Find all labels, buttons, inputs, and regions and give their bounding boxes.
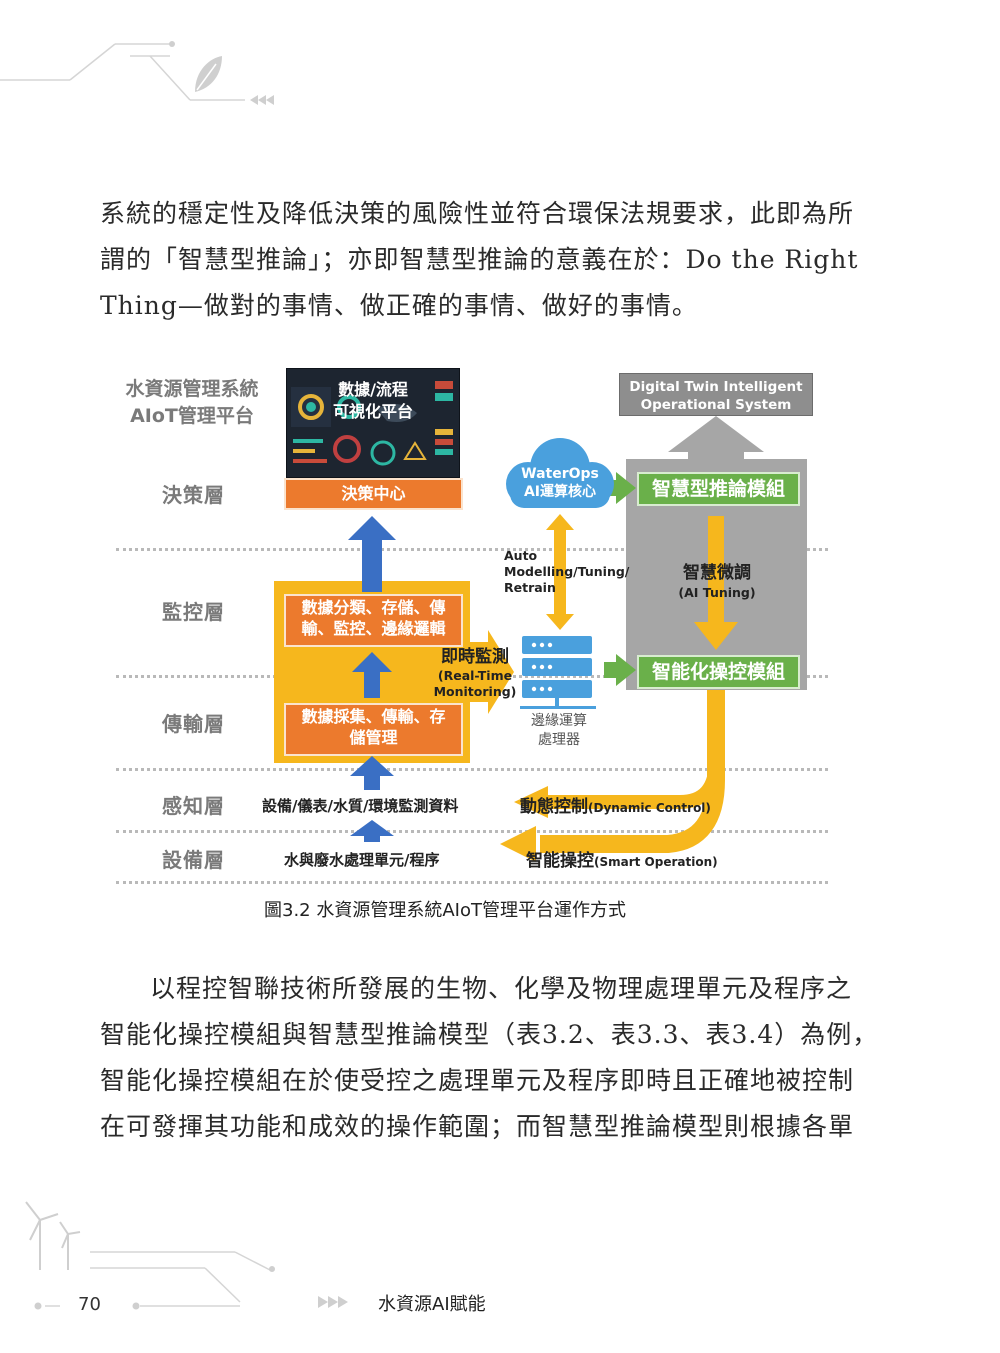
smart-control-module-box: 智能化操控模組: [637, 655, 800, 689]
layer-label-equipment: 設備層: [162, 848, 225, 872]
paragraph-bottom: 以程控智聯技術所發展的生物、化學及物理處理單元及程序之 智能化操控模組與智慧型推…: [100, 966, 879, 1150]
arrow-up-between-boxes: [352, 652, 392, 698]
paragraph-line: 謂的「智慧型推論」；亦即智慧型推論的意義在於：Do the Right: [100, 245, 859, 274]
arrow-up-to-decision: [348, 516, 396, 592]
wind-turbine-icon: [25, 1201, 81, 1270]
layer-divider: [116, 548, 828, 551]
auto-tuning-label: Auto Modelling/Tuning/ Retrain: [504, 548, 630, 595]
footer-decoration: [25, 1201, 348, 1310]
arrow-up-from-equipment: [350, 820, 394, 842]
layer-divider: [116, 768, 828, 771]
decision-center-box: 決策中心: [284, 478, 463, 510]
arrow-auto-tuning: [546, 514, 574, 630]
book-title: 水資源AI賦能: [378, 1294, 486, 1315]
fine-tune-label: 智慧微調 (AI Tuning): [678, 563, 756, 600]
page-number: 70: [78, 1294, 101, 1315]
arrow-dynamic-control-head: [514, 786, 548, 818]
layer-divider: [116, 881, 828, 884]
realtime-monitoring-label: 即時監測 (Real-Time Monitoring): [433, 647, 517, 699]
paragraph-top: 系統的穩定性及降低決策的風險性並符合環保法規要求，此即為所 謂的「智慧型推論」；…: [100, 191, 859, 329]
data-collect-box: 數據採集、傳輸、存 儲管理: [284, 703, 463, 756]
layer-label-sensing: 感知層: [162, 794, 225, 818]
dashboard-image: 數據/流程 可視化平台: [286, 368, 460, 478]
layer-label-monitoring: 監控層: [162, 600, 225, 624]
edge-processor-label: 邊緣運算 處理器: [531, 713, 587, 748]
figure-arrows: [348, 416, 807, 862]
cloud-icon: [506, 438, 614, 508]
arrow-smart-operation-head: [500, 826, 536, 862]
sensing-data-label: 設備/儀表/水質/環境監測資料: [262, 797, 459, 815]
smart-operation-label: 智能操控(Smart Operation): [526, 851, 718, 871]
header-decoration: [0, 41, 274, 105]
paragraph-line: 在可發揮其功能和成效的操作範圍；而智慧型推論模型則根據各單: [100, 1112, 855, 1141]
paragraph-line: 系統的穩定性及降低決策的風險性並符合環保法規要求，此即為所: [100, 199, 855, 228]
cloud-label: WaterOps AI運算核心: [521, 466, 599, 500]
dynamic-control-label: 動態控制(Dynamic Control): [520, 797, 711, 817]
arrow-up-to-digital-twin: [668, 416, 764, 459]
figure-caption: 圖3.2 水資源管理系統AIoT管理平台運作方式: [264, 900, 626, 921]
inference-module-box: 智慧型推論模組: [637, 472, 800, 506]
layer-label-decision: 決策層: [162, 483, 225, 507]
server-icon: [520, 636, 596, 709]
paragraph-line: 以程控智聯技術所發展的生物、化學及物理處理單元及程序之: [150, 974, 853, 1003]
digital-twin-box: Digital Twin Intelligent Operational Sys…: [619, 373, 813, 416]
data-classify-box: 數據分類、存儲、傳 輸、監控、邊緣邏輯: [284, 594, 463, 647]
equipment-units-label: 水與廢水處理單元/程序: [284, 851, 440, 869]
arrow-edge-to-control: [604, 654, 636, 686]
arrow-dynamic-control-line: [548, 759, 723, 809]
layer-label-transmission: 傳輸層: [162, 712, 225, 736]
layer-divider: [116, 830, 828, 833]
paragraph-line: Thing—做對的事情、做正確的事情、做好的事情。: [100, 291, 698, 320]
paragraph-line: 智能化操控模組在於使受控之處理單元及程序即時且正確地被控制: [100, 1066, 855, 1095]
paragraph-line: 智能化操控模組與智慧型推論模型（表3.2、表3.3、表3.4）為例，: [100, 1020, 879, 1049]
platform-title: 水資源管理系統 AIoT管理平台: [125, 378, 259, 427]
arrow-fine-tune: [694, 516, 738, 650]
arrow-up-from-sensing: [350, 756, 394, 790]
arrow-realtime: [470, 630, 514, 714]
dashboard-label: 數據/流程 可視化平台: [332, 380, 413, 421]
